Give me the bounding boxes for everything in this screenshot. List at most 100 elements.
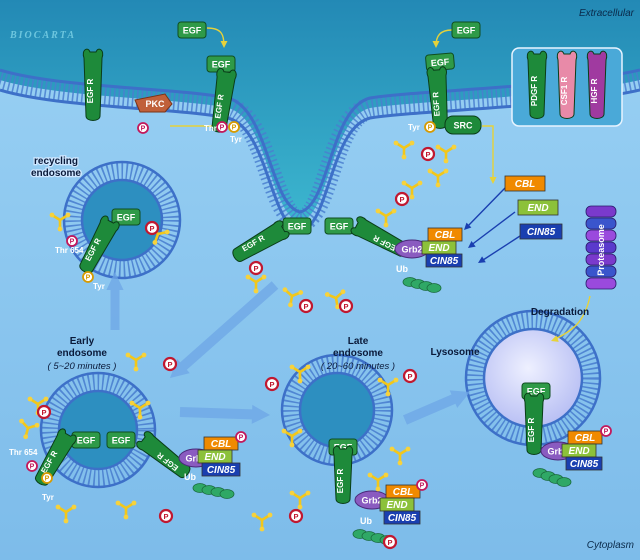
phosphate-group-12-atom-1 (141, 352, 147, 358)
phosphate-group-14-atom-0 (115, 500, 121, 506)
egf-pit-left-shape (282, 217, 312, 235)
cin85-free: CIN85 (519, 223, 563, 240)
adaptors-early-end-label: END (204, 452, 225, 463)
red-phospho-1: P (298, 298, 314, 314)
phosphate-group-9-atom-1 (417, 180, 423, 186)
phosphate-group-13-atom-1 (71, 504, 77, 510)
phosphate-group-15-atom-0 (129, 400, 135, 406)
end-free: END (517, 199, 559, 216)
arrow-degradation-head (551, 335, 559, 342)
adaptors-early-cin85: CIN85 (201, 462, 241, 477)
phosphate-group-2-atom-1 (261, 274, 267, 280)
receptor-pdgfr-label: PDGF R (530, 76, 539, 106)
egfr-activated-top-left-label: EGF R (213, 93, 225, 119)
arrow-end-complex (469, 211, 516, 247)
adaptors-early-cbl: CBL (203, 436, 239, 451)
phosphate-group-16 (289, 364, 311, 384)
phosphate-thr-recycling-label: P (70, 239, 75, 246)
phosphate-thr-top: P (216, 121, 228, 133)
egfr-recycling-shape (79, 215, 120, 274)
src-kinase: SRC (444, 115, 482, 135)
proteasome-ring-3 (585, 241, 617, 254)
ubiquitin-pit (402, 277, 442, 293)
adaptors-lysosome-cbl-label: CBL (575, 433, 596, 444)
phosphate-tyr-right: P (424, 121, 436, 133)
adaptors-late-cin85-label: CIN85 (388, 513, 417, 524)
phosphate-group-7-atom-1 (451, 144, 457, 150)
phosphate-group-11-atom-1 (34, 422, 40, 428)
phosphate-thr-early: P (26, 460, 38, 472)
phosphate-group-2-atom-2 (253, 288, 259, 294)
arrow-cin85-complex-head (478, 256, 486, 263)
phosphate-group-8 (427, 168, 449, 188)
phosphate-pkc-ring (137, 122, 149, 134)
adaptors-pit-cin85: CIN85 (425, 253, 463, 268)
phosphate-group-9 (401, 180, 423, 200)
grb2-early-label: Grb2 (185, 454, 206, 464)
phosphate-cbl-lysosome-label: P (604, 429, 609, 436)
red-phospho-5-ring (162, 356, 178, 372)
red-phospho-3: P (420, 146, 436, 162)
phosphate-group-16-atom-2 (297, 378, 303, 384)
phosphate-group-11-atom-0 (19, 418, 24, 424)
label-lysosome: Lysosome (430, 347, 480, 358)
phosphate-tyr-top-label: P (232, 125, 237, 132)
pkc-label: PKC (145, 99, 165, 109)
phosphate-cbl-early: P (235, 431, 247, 443)
phospho-pit-left-ring (248, 260, 264, 276)
phosphate-group-19-atom-0 (251, 512, 257, 518)
egf-recycling-label: EGF (117, 213, 136, 223)
label-late-2: endosome (333, 348, 383, 359)
phosphate-group-21-atom-0 (367, 472, 373, 478)
phosphate-group-15-atom-2 (137, 414, 143, 420)
early-endosome-outer-leaflet (39, 371, 157, 489)
egf-ligand-top-left: EGF (177, 21, 207, 39)
proteasome-ring-1 (585, 217, 617, 230)
phosphate-tyr-recycling-ring (82, 271, 94, 283)
phosphate-tyr-early-label: P (45, 476, 50, 483)
label-late-time: ( 20~60 minutes ) (321, 361, 395, 372)
phosphate-thr-top-ring (216, 121, 228, 133)
arrow-pit-to-early (170, 281, 279, 378)
phosphate-group-3 (282, 287, 304, 308)
label-thr654-early: Thr 654 (9, 448, 38, 457)
early-endosome (39, 371, 157, 489)
phosphate-group-4-atom-0 (324, 292, 330, 297)
phosphate-group-4-atom-2 (335, 304, 340, 310)
adaptors-pit-cin85-shape (425, 253, 463, 268)
phospho-pit-left: P (248, 260, 264, 276)
adaptors-lysosome-cin85-label: CIN85 (570, 459, 599, 470)
arrow-cbl-complex-line (465, 187, 506, 229)
egfr-activated-top-right-label: EGF R (431, 91, 442, 116)
egf-early-right-shape (106, 431, 136, 449)
phosphate-tyr-early: P (41, 472, 53, 484)
phosphate-group-15-atom-1 (145, 400, 151, 406)
arrow-cbl-complex (465, 187, 506, 229)
receptor-csf1r: CSF1 R (556, 50, 578, 119)
red-phospho-9-ring (402, 368, 418, 384)
phosphate-group-11-atom-2 (23, 434, 29, 440)
phosphate-group-1-atom-1 (164, 229, 170, 235)
red-phospho-5: P (162, 356, 178, 372)
phosphate-group-3-atom-2 (288, 302, 293, 308)
adaptors-lysosome-cin85: CIN85 (565, 456, 603, 471)
phosphate-group-10-atom-1 (43, 396, 49, 402)
phospho-pit-left-label: P (253, 264, 258, 273)
adaptors-late-cin85: CIN85 (383, 510, 421, 525)
egf-bound-top-left-label: EGF (212, 60, 231, 70)
phosphate-group-8-atom-2 (435, 182, 441, 188)
phosphate-group-18-atom-2 (397, 460, 403, 466)
src-label: SRC (453, 121, 473, 131)
proteasome-ring-0 (585, 205, 617, 218)
red-phospho-6: P (36, 404, 52, 420)
adaptors-early-cin85-label: CIN85 (207, 465, 236, 476)
end-free-shape (517, 199, 559, 216)
phosphate-cbl-late: P (416, 479, 428, 491)
adaptors-late-cin85-shape (383, 510, 421, 525)
phosphate-thr-early-ring (26, 460, 38, 472)
phosphate-group-16-atom-1 (305, 364, 311, 370)
phosphate-group-22 (377, 377, 399, 397)
adaptors-pit-end-label: END (428, 243, 449, 254)
label-thr654-recycling: Thr 654 (55, 246, 84, 255)
